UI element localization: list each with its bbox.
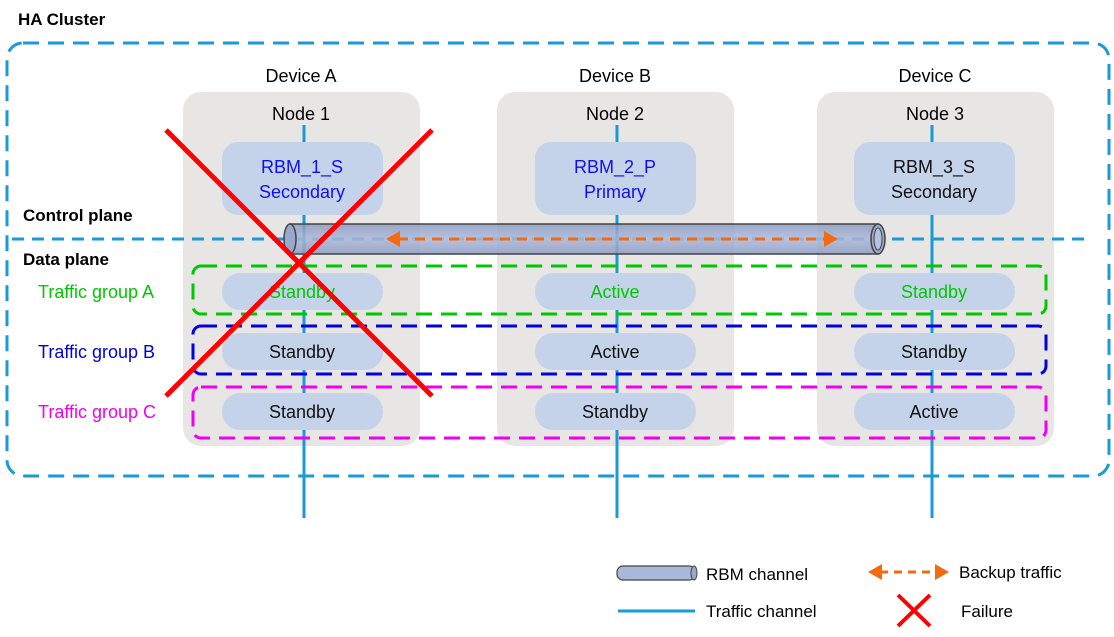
- group-state-pill: [222, 333, 383, 370]
- device-name: Device A: [265, 66, 336, 86]
- traffic-group-label: Traffic group A: [38, 282, 154, 302]
- group-state: Standby: [582, 402, 648, 422]
- group-state-pill: [535, 393, 696, 430]
- rbm-name: RBM_3_S: [893, 157, 975, 178]
- group-state-pill: [854, 393, 1015, 430]
- legend-backup-traffic-icon: [868, 564, 949, 580]
- rbm-box: [854, 142, 1015, 215]
- group-state: Standby: [269, 282, 335, 302]
- traffic-group-a: Traffic group A: [38, 264, 1048, 316]
- rbm-role: Primary: [584, 182, 646, 202]
- traffic-group-boundary: [191, 264, 1048, 316]
- device-name: Device B: [579, 66, 651, 86]
- legend-rbm-channel-icon: [616, 565, 698, 581]
- traffic-group-label: Traffic group B: [38, 342, 155, 362]
- legend-backup-traffic: Backup traffic: [959, 563, 1062, 582]
- group-state: Standby: [269, 342, 335, 362]
- traffic-group-label: Traffic group C: [38, 402, 156, 422]
- group-state-pill: [535, 333, 696, 370]
- rbm-name: RBM_1_S: [261, 157, 343, 178]
- device-name: Device C: [898, 66, 971, 86]
- node-name: Node 1: [272, 104, 330, 124]
- group-state: Active: [909, 402, 958, 422]
- group-state-pill: [854, 333, 1015, 370]
- control-plane-label: Control plane: [23, 206, 133, 225]
- legend-failure-icon: [896, 593, 932, 628]
- traffic-group-boundary: [191, 385, 1048, 440]
- data-plane-label: Data plane: [23, 250, 109, 269]
- legend-rbm-channel: RBM channel: [706, 565, 808, 584]
- group-state: Active: [590, 282, 639, 302]
- group-state-pill: [535, 273, 696, 310]
- ha-cluster-boundary: [5, 41, 1111, 478]
- traffic-group-b: Traffic group B: [38, 324, 1048, 376]
- group-state-pill: [854, 273, 1015, 310]
- traffic-group-c: Traffic group C: [38, 385, 1048, 440]
- group-state: Active: [590, 342, 639, 362]
- node-name: Node 2: [586, 104, 644, 124]
- group-state-pill: [222, 393, 383, 430]
- legend-failure: Failure: [961, 602, 1013, 621]
- failure-mark: [164, 128, 434, 398]
- legend-traffic-channel: Traffic channel: [706, 602, 817, 621]
- rbm-role: Secondary: [891, 182, 977, 202]
- legend: RBM channel Traffic channel Backup traff…: [616, 563, 1062, 628]
- node-name: Node 3: [906, 104, 964, 124]
- rbm-role: Secondary: [259, 182, 345, 202]
- group-state: Standby: [269, 402, 335, 422]
- diagram-title: HA Cluster: [18, 10, 106, 29]
- backup-traffic-arrow: [386, 231, 838, 247]
- group-state: Standby: [901, 282, 967, 302]
- rbm-name: RBM_2_P: [574, 157, 656, 178]
- rbm-box: [535, 142, 696, 215]
- rbm-box: [222, 142, 383, 215]
- group-state: Standby: [901, 342, 967, 362]
- traffic-group-boundary: [191, 324, 1048, 376]
